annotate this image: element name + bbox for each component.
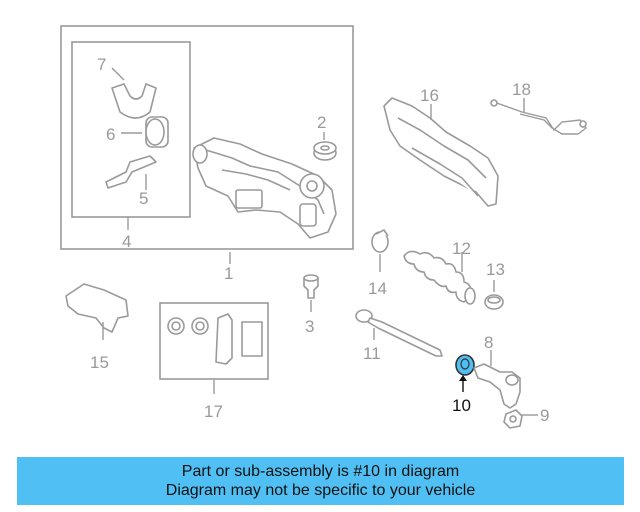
part-17-repair-kit[interactable] (167, 313, 263, 394)
callout-18: 18 (512, 80, 531, 99)
part-8-tie-rod-end[interactable] (473, 350, 521, 409)
part-15-cover[interactable] (65, 283, 129, 340)
caption-line-1: Part or sub-assembly is #10 in diagram (181, 463, 460, 480)
callout-11: 11 (363, 344, 381, 363)
callout-2: 2 (317, 113, 326, 132)
part-16-heat-shield[interactable] (383, 97, 499, 207)
callout-12: 12 (452, 239, 471, 258)
callout-15: 15 (90, 353, 109, 372)
callout-3: 3 (305, 317, 314, 336)
kit-frame (159, 302, 269, 380)
steering-gear-assembly[interactable] (192, 137, 337, 264)
part-9-nut[interactable] (503, 409, 538, 429)
callout-14: 14 (368, 279, 387, 298)
callout-5: 5 (139, 189, 148, 208)
callout-10: 10 (452, 396, 471, 415)
callout-1: 1 (224, 264, 233, 283)
subassembly-frame (71, 41, 191, 218)
part-13-clamp[interactable] (484, 280, 504, 310)
caption-line-2: Diagram may not be specific to your vehi… (165, 482, 476, 499)
callout-7: 7 (97, 55, 106, 74)
callout-13: 13 (486, 260, 505, 279)
part-12-boot[interactable] (403, 250, 476, 305)
parts-diagram: 7 6 5 4 2 1 16 (60, 25, 587, 429)
part-5-plate[interactable] (105, 155, 157, 190)
part-14-clamp[interactable] (371, 229, 389, 272)
part-3-bolt[interactable] (303, 274, 319, 312)
callout-8: 8 (484, 333, 493, 352)
caption-banner: Part or sub-assembly is #10 in diagram D… (17, 457, 624, 505)
assembly-frame (60, 25, 354, 250)
part-18-pipe[interactable] (490, 98, 587, 135)
part-6-bushing[interactable] (121, 116, 169, 148)
callout-16: 16 (420, 86, 439, 105)
part-11-tie-rod[interactable] (355, 309, 443, 357)
part-2-seal[interactable] (313, 132, 337, 161)
part-7-bracket[interactable] (111, 67, 157, 119)
callout-17: 17 (204, 402, 223, 421)
callout-6: 6 (106, 125, 115, 144)
part-10-lock-nut[interactable] (455, 354, 475, 392)
callout-4: 4 (122, 232, 131, 251)
callout-9: 9 (540, 406, 549, 425)
